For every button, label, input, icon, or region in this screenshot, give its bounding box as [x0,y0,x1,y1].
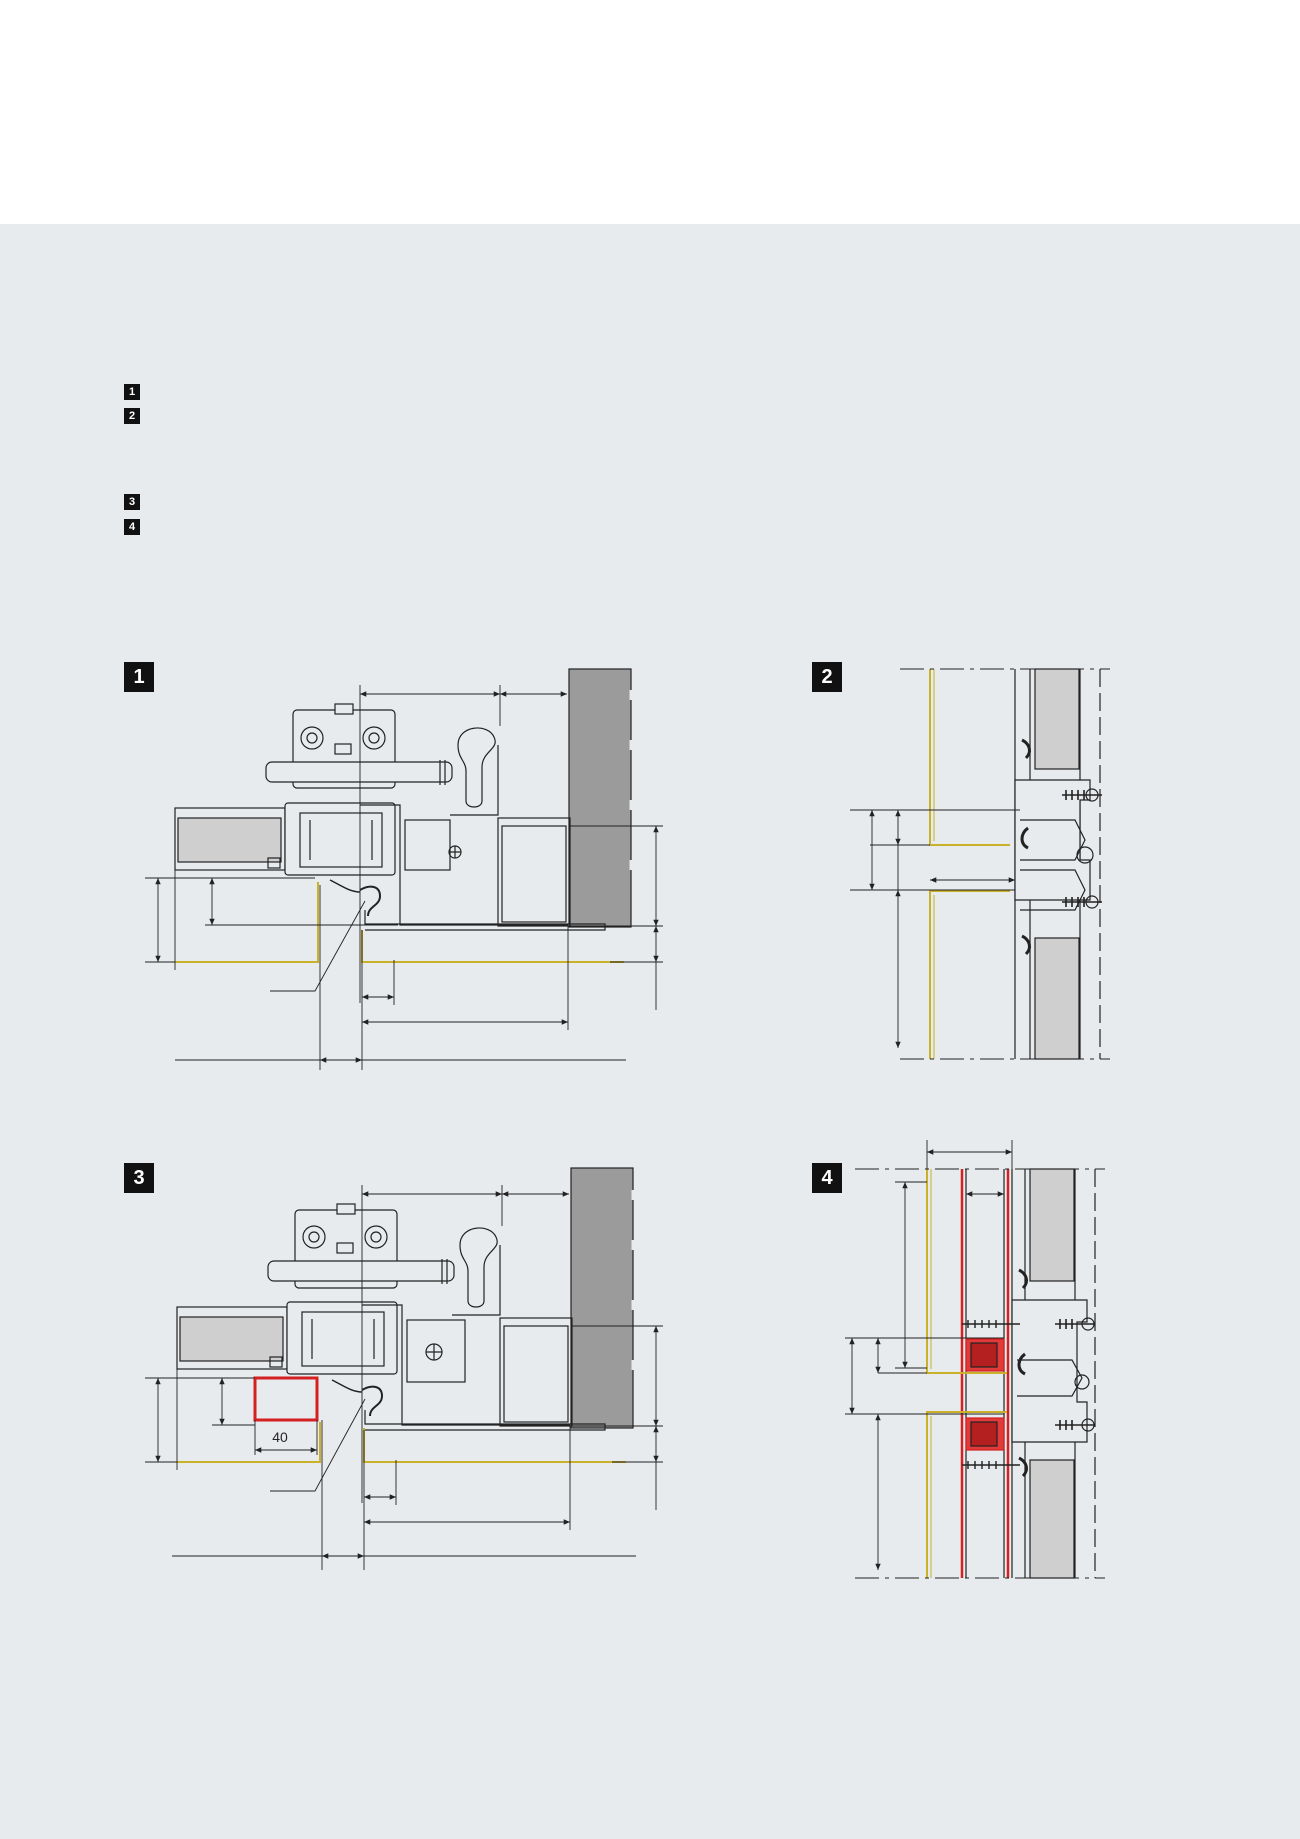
detail-2-drawing [929,668,1102,1060]
figure-badge-3: 3 [124,1163,154,1193]
detail-4-dimensions [845,1140,1105,1579]
legend-badge-3: 3 [124,494,140,510]
detail-1-dimensions [145,685,663,1070]
detail-3-dimensions [145,1185,663,1570]
figure-badge-1: 1 [124,662,154,692]
legend-badge-4: 4 [124,519,140,535]
detail-1-drawing [174,668,633,992]
detail-4-drawing [926,1168,1096,1579]
content-panel [0,224,1300,1839]
detail-3-drawing [176,1167,635,1492]
legend-badge-2: 2 [124,408,140,424]
detail-3-dimension-40: 40 [272,1429,288,1445]
detail-2-dimensions [850,668,1110,1060]
legend-badge-1: 1 [124,384,140,400]
figure-badge-4: 4 [812,1163,842,1193]
figure-badge-2: 2 [812,662,842,692]
